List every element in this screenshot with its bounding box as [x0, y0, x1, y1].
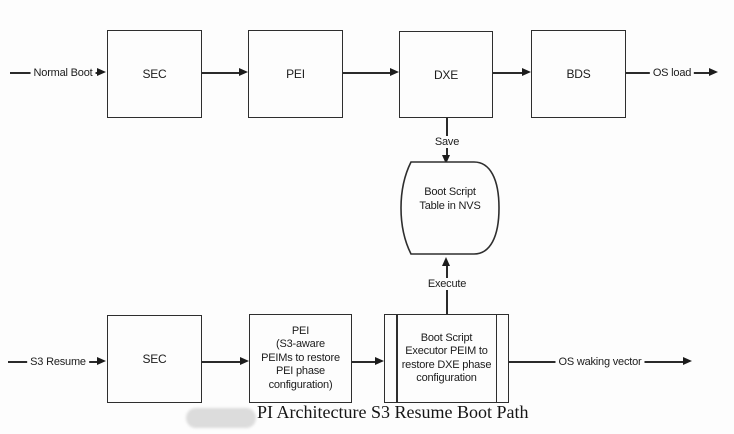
executor-inner-line-right [495, 315, 497, 402]
nvs-cylinder [400, 161, 500, 255]
pei-s3-to-executor-arrowhead-icon [375, 357, 384, 365]
os-load-label: OS load [649, 67, 695, 79]
node-dxe-label: DXE [433, 67, 459, 82]
node-boot-script-executor: Boot Script Executor PEIM to restore DXE… [384, 314, 509, 403]
execute-label: Execute [424, 278, 470, 290]
node-pei-s3-label: PEI (S3-aware PEIMs to restore PEI phase… [261, 324, 340, 391]
node-sec-top: SEC [107, 30, 202, 118]
pei-to-dxe-line [343, 72, 391, 74]
pei-to-dxe-arrowhead-icon [390, 68, 399, 76]
node-sec-top-label: SEC [142, 67, 167, 81]
diagram-caption: PI Architecture S3 Resume Boot Path [257, 402, 529, 422]
redacted-figure-number [186, 408, 256, 428]
sec-to-pei-line [202, 72, 240, 74]
dxe-to-bds-line [493, 72, 523, 74]
node-sec-bottom: SEC [107, 315, 202, 403]
executor-inner-line-left [396, 315, 398, 402]
sec-to-pei-s3-line [202, 361, 240, 363]
node-pei-s3: PEI (S3-aware PEIMs to restore PEI phase… [249, 314, 352, 403]
execute-line [446, 266, 448, 314]
sec-to-pei-arrowhead-icon [239, 68, 248, 76]
os-load-arrowhead-icon [709, 68, 718, 76]
os-waking-vector-arrowhead-icon [683, 357, 692, 365]
nvs-cylinder-label: Boot Script Table in NVS [419, 186, 481, 212]
node-pei-top: PEI [248, 30, 343, 118]
s3-resume-label: S3 Resume [27, 356, 89, 368]
node-boot-script-executor-label: Boot Script Executor PEIM to restore DXE… [401, 331, 492, 385]
normal-boot-label: Normal Boot [30, 67, 96, 79]
node-sec-bottom-label: SEC [142, 352, 167, 366]
node-dxe: DXE [399, 31, 493, 118]
node-bds-label: BDS [566, 67, 591, 81]
s3-resume-arrowhead-icon [97, 357, 106, 365]
os-waking-vector-label: OS waking vector [555, 356, 645, 368]
execute-arrowhead-icon [442, 257, 450, 266]
pei-s3-to-executor-line [352, 361, 375, 363]
node-pei-top-label: PEI [286, 67, 305, 81]
normal-boot-arrowhead-icon [97, 68, 106, 76]
save-label: Save [431, 136, 463, 148]
dxe-to-bds-arrowhead-icon [522, 68, 531, 76]
node-bds: BDS [531, 30, 626, 118]
save-arrowhead-icon [442, 155, 450, 164]
sec-to-pei-s3-arrowhead-icon [240, 357, 249, 365]
